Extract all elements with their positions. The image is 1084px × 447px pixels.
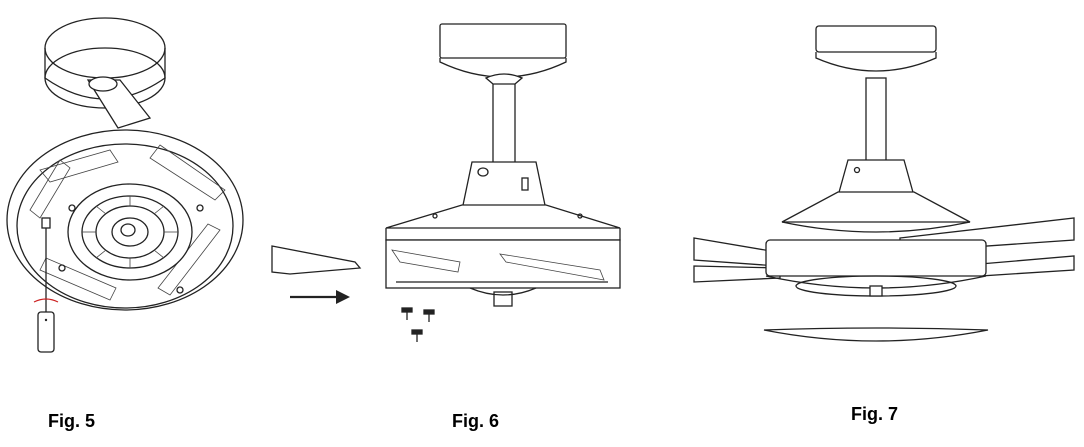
fig7-caption: Fig. 7 (851, 404, 899, 424)
fig5-fan-underside-drawing (6, 17, 244, 353)
fig6-blade-attachment-drawing (271, 23, 621, 342)
fig7-assembled-fan-drawing (693, 25, 1075, 342)
fig6-caption: Fig. 6 (452, 411, 500, 431)
fig5-caption: Fig. 5 (48, 411, 96, 431)
